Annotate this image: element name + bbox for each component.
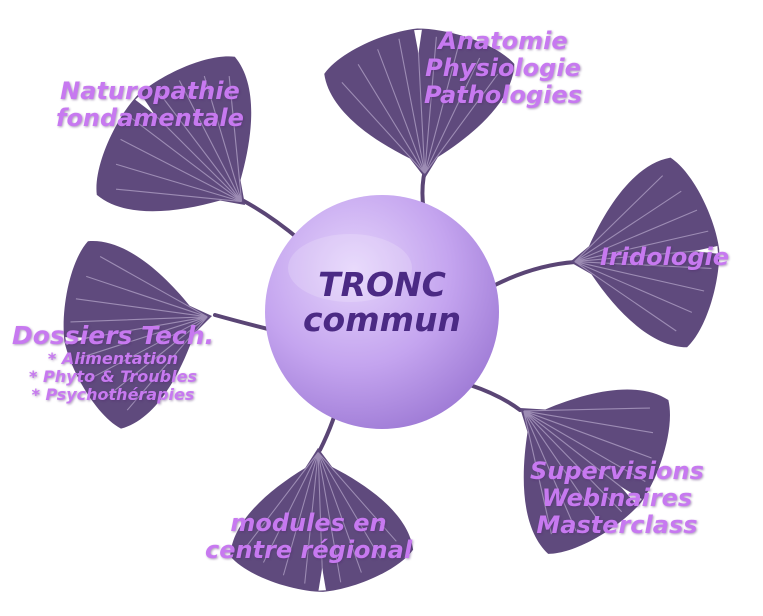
label-anatomie: Anatomie Physiologie Pathologies bbox=[424, 28, 582, 109]
label-anatomie-line-3: Pathologies bbox=[424, 80, 582, 109]
label-anatomie-line-1: Anatomie bbox=[438, 27, 568, 55]
label-supervisions-line-3: Masterclass bbox=[536, 510, 698, 539]
center-line-2: commun bbox=[303, 299, 461, 339]
stem-naturopathie bbox=[240, 198, 302, 242]
label-naturopathie-line-1: Naturopathie bbox=[60, 77, 240, 105]
label-modules-line-2: centre régional bbox=[205, 535, 413, 564]
leaf-supervisions bbox=[459, 330, 702, 581]
center-label: TRONC commun bbox=[262, 265, 502, 339]
label-modules: modules en centre régional bbox=[205, 510, 412, 564]
label-supervisions-line-1: Supervisions bbox=[530, 457, 704, 485]
label-dossiers-title: Dossiers Tech. bbox=[12, 321, 215, 350]
label-dossiers-item-1: * Alimentation bbox=[47, 349, 179, 368]
stem-iridologie bbox=[493, 260, 577, 287]
label-iridologie: Iridologie bbox=[600, 244, 729, 271]
center-line-1: TRONC bbox=[318, 265, 446, 304]
label-supervisions: Supervisions Webinaires Masterclass bbox=[530, 458, 704, 539]
label-dossiers: Dossiers Tech. * Alimentation * Phyto & … bbox=[12, 322, 214, 404]
leaf-naturopathie bbox=[66, 26, 315, 275]
label-modules-line-1: modules en bbox=[230, 509, 387, 537]
label-iridologie-line-1: Iridologie bbox=[600, 243, 730, 271]
label-dossiers-item-2: * Phyto & Troubles bbox=[29, 366, 197, 386]
label-naturopathie: Naturopathie fondamentale bbox=[56, 78, 244, 132]
label-supervisions-line-2: Webinaires bbox=[541, 483, 693, 512]
center-circle bbox=[265, 195, 499, 429]
label-anatomie-line-2: Physiologie bbox=[425, 53, 581, 82]
label-naturopathie-line-2: fondamentale bbox=[56, 103, 244, 132]
stem-supervisions bbox=[468, 383, 522, 412]
label-dossiers-item-3: * Psychothérapies bbox=[31, 384, 195, 404]
center-highlight bbox=[288, 234, 412, 302]
